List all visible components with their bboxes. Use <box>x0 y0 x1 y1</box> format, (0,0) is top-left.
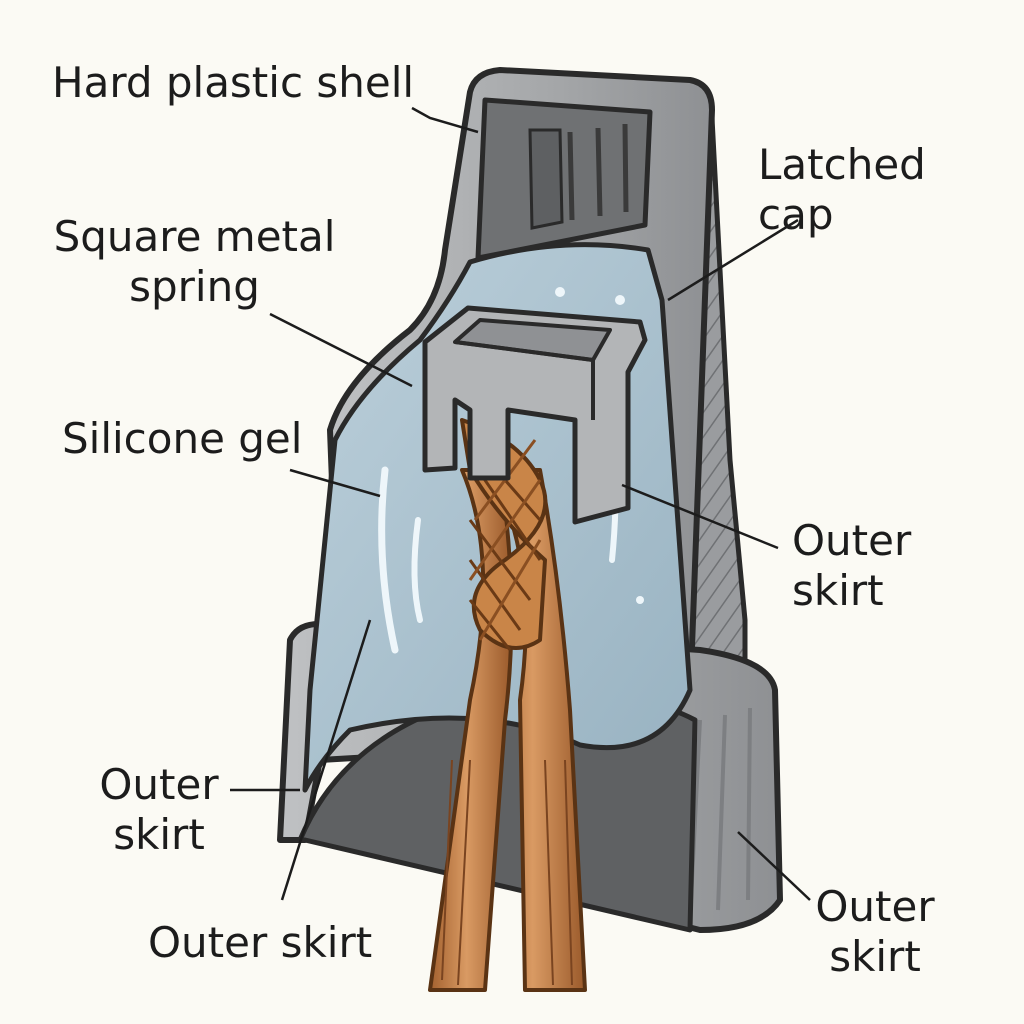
label-silicone-gel: Silicone gel <box>62 414 303 463</box>
leader-hard-shell <box>411 106 479 134</box>
label-outer-skirt-right-mid: Outer skirt <box>792 516 911 616</box>
label-outer-skirt-right-bottom: Outer skirt <box>812 882 938 982</box>
copper-wires <box>428 418 587 992</box>
leader-outer-skirt-bottom <box>280 619 372 901</box>
label-latched-cap: Latched cap <box>758 140 926 240</box>
label-outer-skirt-left-line1: Outer <box>99 760 219 809</box>
label-spring-line2: spring <box>129 262 260 311</box>
label-outer-skirt-right-mid-line2: skirt <box>792 566 884 615</box>
label-latched-cap-line2: cap <box>758 190 834 239</box>
label-outer-skirt-right-bottom-line2: skirt <box>829 932 921 981</box>
leader-outer-skirt-right-mid <box>621 483 779 550</box>
label-outer-skirt-bottom: Outer skirt <box>148 918 373 967</box>
label-latched-cap-line1: Latched <box>758 140 926 189</box>
leader-silicone-gel <box>289 468 381 498</box>
label-square-metal-spring: Square metal spring <box>52 212 337 312</box>
leader-latched-cap <box>667 218 799 302</box>
leader-outer-skirt-right-bottom <box>737 831 811 901</box>
leader-spring <box>269 312 413 388</box>
upper-interior-cavity <box>475 97 653 261</box>
label-outer-skirt-left-line2: skirt <box>113 810 205 859</box>
leader-lines <box>230 106 811 901</box>
label-outer-skirt-right-bottom-line1: Outer <box>815 882 935 931</box>
label-outer-skirt-left: Outer skirt <box>96 760 222 860</box>
label-outer-skirt-right-mid-line1: Outer <box>792 516 912 565</box>
square-metal-spring <box>422 305 648 525</box>
label-spring-line1: Square metal <box>53 212 336 261</box>
label-hard-plastic-shell: Hard plastic shell <box>52 58 415 107</box>
